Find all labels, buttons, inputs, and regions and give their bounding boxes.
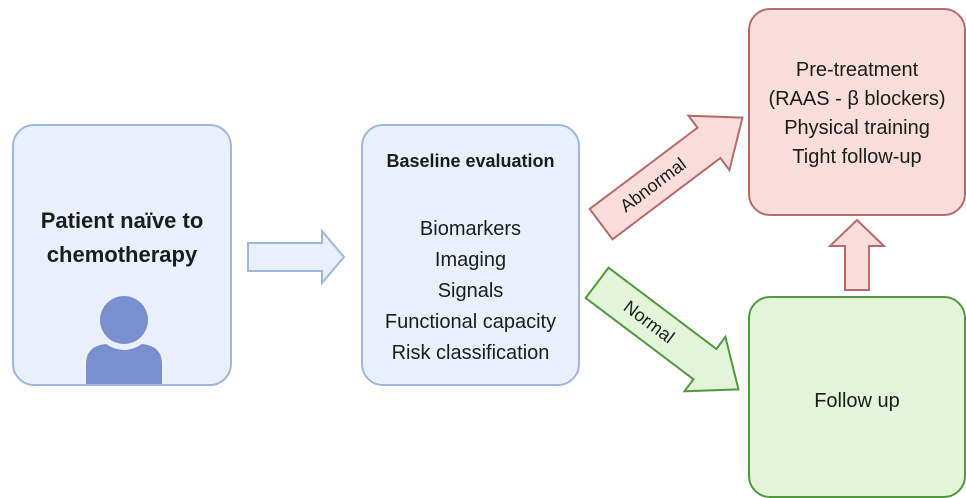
baseline-item: Functional capacity	[384, 311, 557, 333]
followup-label: Follow up	[814, 390, 900, 412]
pretreatment-item: (RAAS - β blockers)	[768, 88, 946, 110]
baseline-item: Imaging	[434, 249, 507, 271]
pretreatment-list: Pre-treatment (RAAS - β blockers) Physic…	[750, 56, 964, 172]
pretreatment-item: Physical training	[784, 117, 930, 139]
followup-box: Follow up	[748, 296, 966, 498]
patient-to-baseline-arrow	[247, 228, 346, 286]
pretreatment-item: Tight follow-up	[792, 146, 922, 168]
baseline-list: Biomarkers Imaging Signals Functional ca…	[363, 214, 578, 369]
pretreatment-box: Pre-treatment (RAAS - β blockers) Physic…	[748, 8, 966, 216]
person-icon	[86, 296, 162, 384]
normal-arrow	[584, 266, 740, 393]
patient-box: Patient naïve to chemotherapy	[12, 124, 232, 386]
pretreatment-item: Pre-treatment	[795, 59, 919, 81]
baseline-title: Baseline evaluation	[386, 151, 555, 171]
followup-to-pretreatment-arrow	[827, 218, 887, 291]
patient-title: Patient naïve to chemotherapy	[40, 208, 204, 267]
baseline-item: Risk classification	[391, 342, 550, 364]
baseline-item: Signals	[437, 280, 504, 302]
abnormal-arrow	[588, 114, 744, 241]
baseline-item: Biomarkers	[419, 218, 522, 240]
baseline-evaluation-box: Baseline evaluation Biomarkers Imaging S…	[361, 124, 580, 386]
